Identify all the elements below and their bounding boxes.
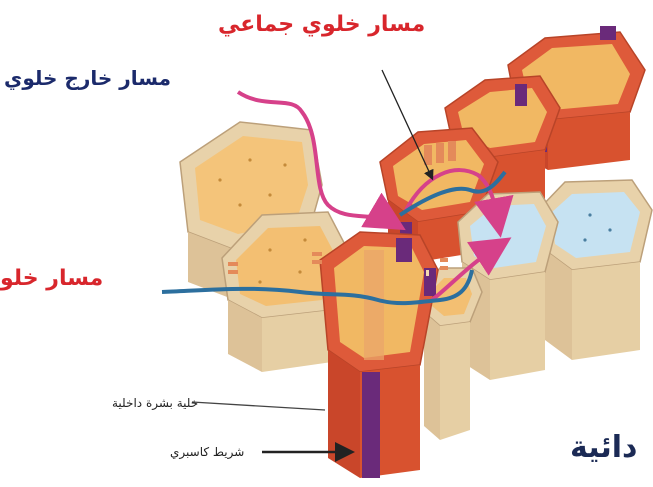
corner-title-text: دائية — [570, 430, 637, 465]
endodermal-cell-label: خلية بشرة داخلية — [112, 396, 198, 410]
transcellular-pathway-label: مسار خلو — [0, 266, 103, 291]
vascular-cell-right — [540, 180, 652, 360]
apoplastic-pathway-label: مسار خارج خلوي — [4, 66, 171, 90]
endodermal-cell-front — [320, 232, 438, 478]
endodermal-leader-line — [192, 402, 325, 410]
symplastic-pathway-label: مسار خلوي جماعي — [218, 12, 425, 37]
casparian-strip-label: شريط كاسبري — [170, 445, 244, 459]
